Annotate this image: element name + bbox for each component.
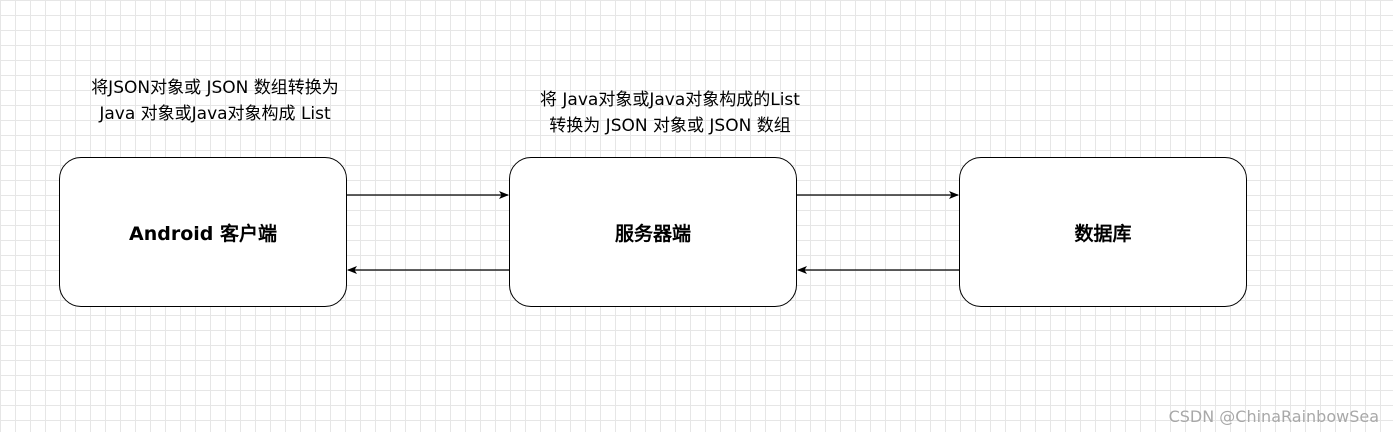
node-android-client-label: Android 客户端 bbox=[129, 222, 277, 245]
annotation-middle-line-1: 将 Java对象或Java对象构成的List bbox=[540, 90, 800, 110]
watermark: CSDN @ChinaRainbowSea bbox=[1168, 407, 1379, 426]
annotation-middle: 将 Java对象或Java对象构成的List 转换为 JSON 对象或 JSON… bbox=[490, 87, 850, 139]
annotation-left: 将JSON对象或 JSON 数组转换为 Java 对象或Java对象构成 Lis… bbox=[40, 75, 390, 127]
node-android-client[interactable]: Android 客户端 bbox=[59, 157, 347, 307]
node-server[interactable]: 服务器端 bbox=[509, 157, 797, 307]
node-database-label: 数据库 bbox=[1074, 222, 1132, 245]
node-server-label: 服务器端 bbox=[614, 222, 691, 245]
annotation-left-line-1: 将JSON对象或 JSON 数组转换为 bbox=[91, 78, 339, 98]
node-database[interactable]: 数据库 bbox=[959, 157, 1247, 307]
annotation-middle-line-2: 转换为 JSON 对象或 JSON 数组 bbox=[549, 116, 791, 136]
annotation-left-line-2: Java 对象或Java对象构成 List bbox=[99, 104, 331, 124]
